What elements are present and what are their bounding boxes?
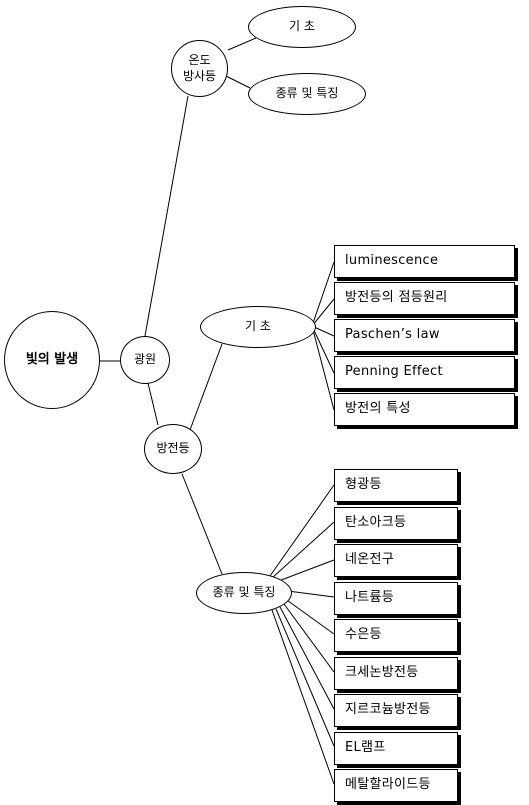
connector-lightsource-incandescent	[144, 95, 189, 337]
basics-item-box: 방전의 특성	[334, 393, 515, 426]
connector-discharge-types	[181, 473, 223, 575]
incandescent-node: 온도 방사등	[171, 40, 228, 97]
root-node: 빛의 발생	[4, 311, 100, 409]
discharge-basics-node: 기 초	[200, 306, 316, 348]
connector-incandescent-types	[225, 75, 251, 89]
type-item-box: 지르코늄방전등	[334, 694, 458, 727]
connector-types-item-2	[271, 521, 335, 579]
type-item-box: 메탈할라이드등	[334, 769, 458, 802]
connector-basics-item-4	[311, 325, 335, 374]
connector-types-item-1	[269, 484, 335, 577]
discharge-types-node: 종류 및 특징	[196, 572, 292, 614]
connector-types-item-6	[283, 603, 335, 673]
type-item-box: 형광등	[334, 469, 458, 502]
incandescent-types-node: 종류 및 특징	[248, 73, 366, 115]
connector-types-item-7	[279, 606, 335, 710]
type-item-box: 나트륨등	[334, 581, 458, 615]
type-item-box: EL램프	[334, 731, 458, 765]
incandescent-basics-node: 기 초	[248, 6, 356, 48]
type-item-box: 수은등	[334, 619, 458, 652]
connector-basics-item-1	[311, 261, 335, 327]
basics-item-box: 방전등의 점등원리	[334, 282, 515, 315]
connector-basics-item-5	[311, 325, 335, 411]
basics-item-box: Penning Effect	[334, 356, 515, 389]
connector-types-item-9	[271, 609, 335, 785]
connector-types-item-8	[275, 608, 335, 747]
connector-types-item-3	[275, 559, 335, 583]
connector-basics-item-2	[311, 298, 335, 327]
type-item-box: 네온전구	[334, 544, 458, 577]
connector-discharge-basics	[189, 343, 223, 431]
discharge-node: 방전등	[144, 424, 202, 474]
type-item-box: 크세논방전등	[334, 656, 458, 690]
connector-incandescent-basics	[227, 37, 257, 51]
type-item-box: 탄소아크등	[334, 506, 458, 540]
basics-item-box: Paschen’s law	[334, 319, 515, 352]
connector-lightsource-discharge	[147, 382, 159, 426]
basics-item-box: luminescence	[334, 245, 515, 278]
connector-types-item-5	[283, 597, 335, 635]
light-source-node: 광원	[120, 336, 170, 384]
